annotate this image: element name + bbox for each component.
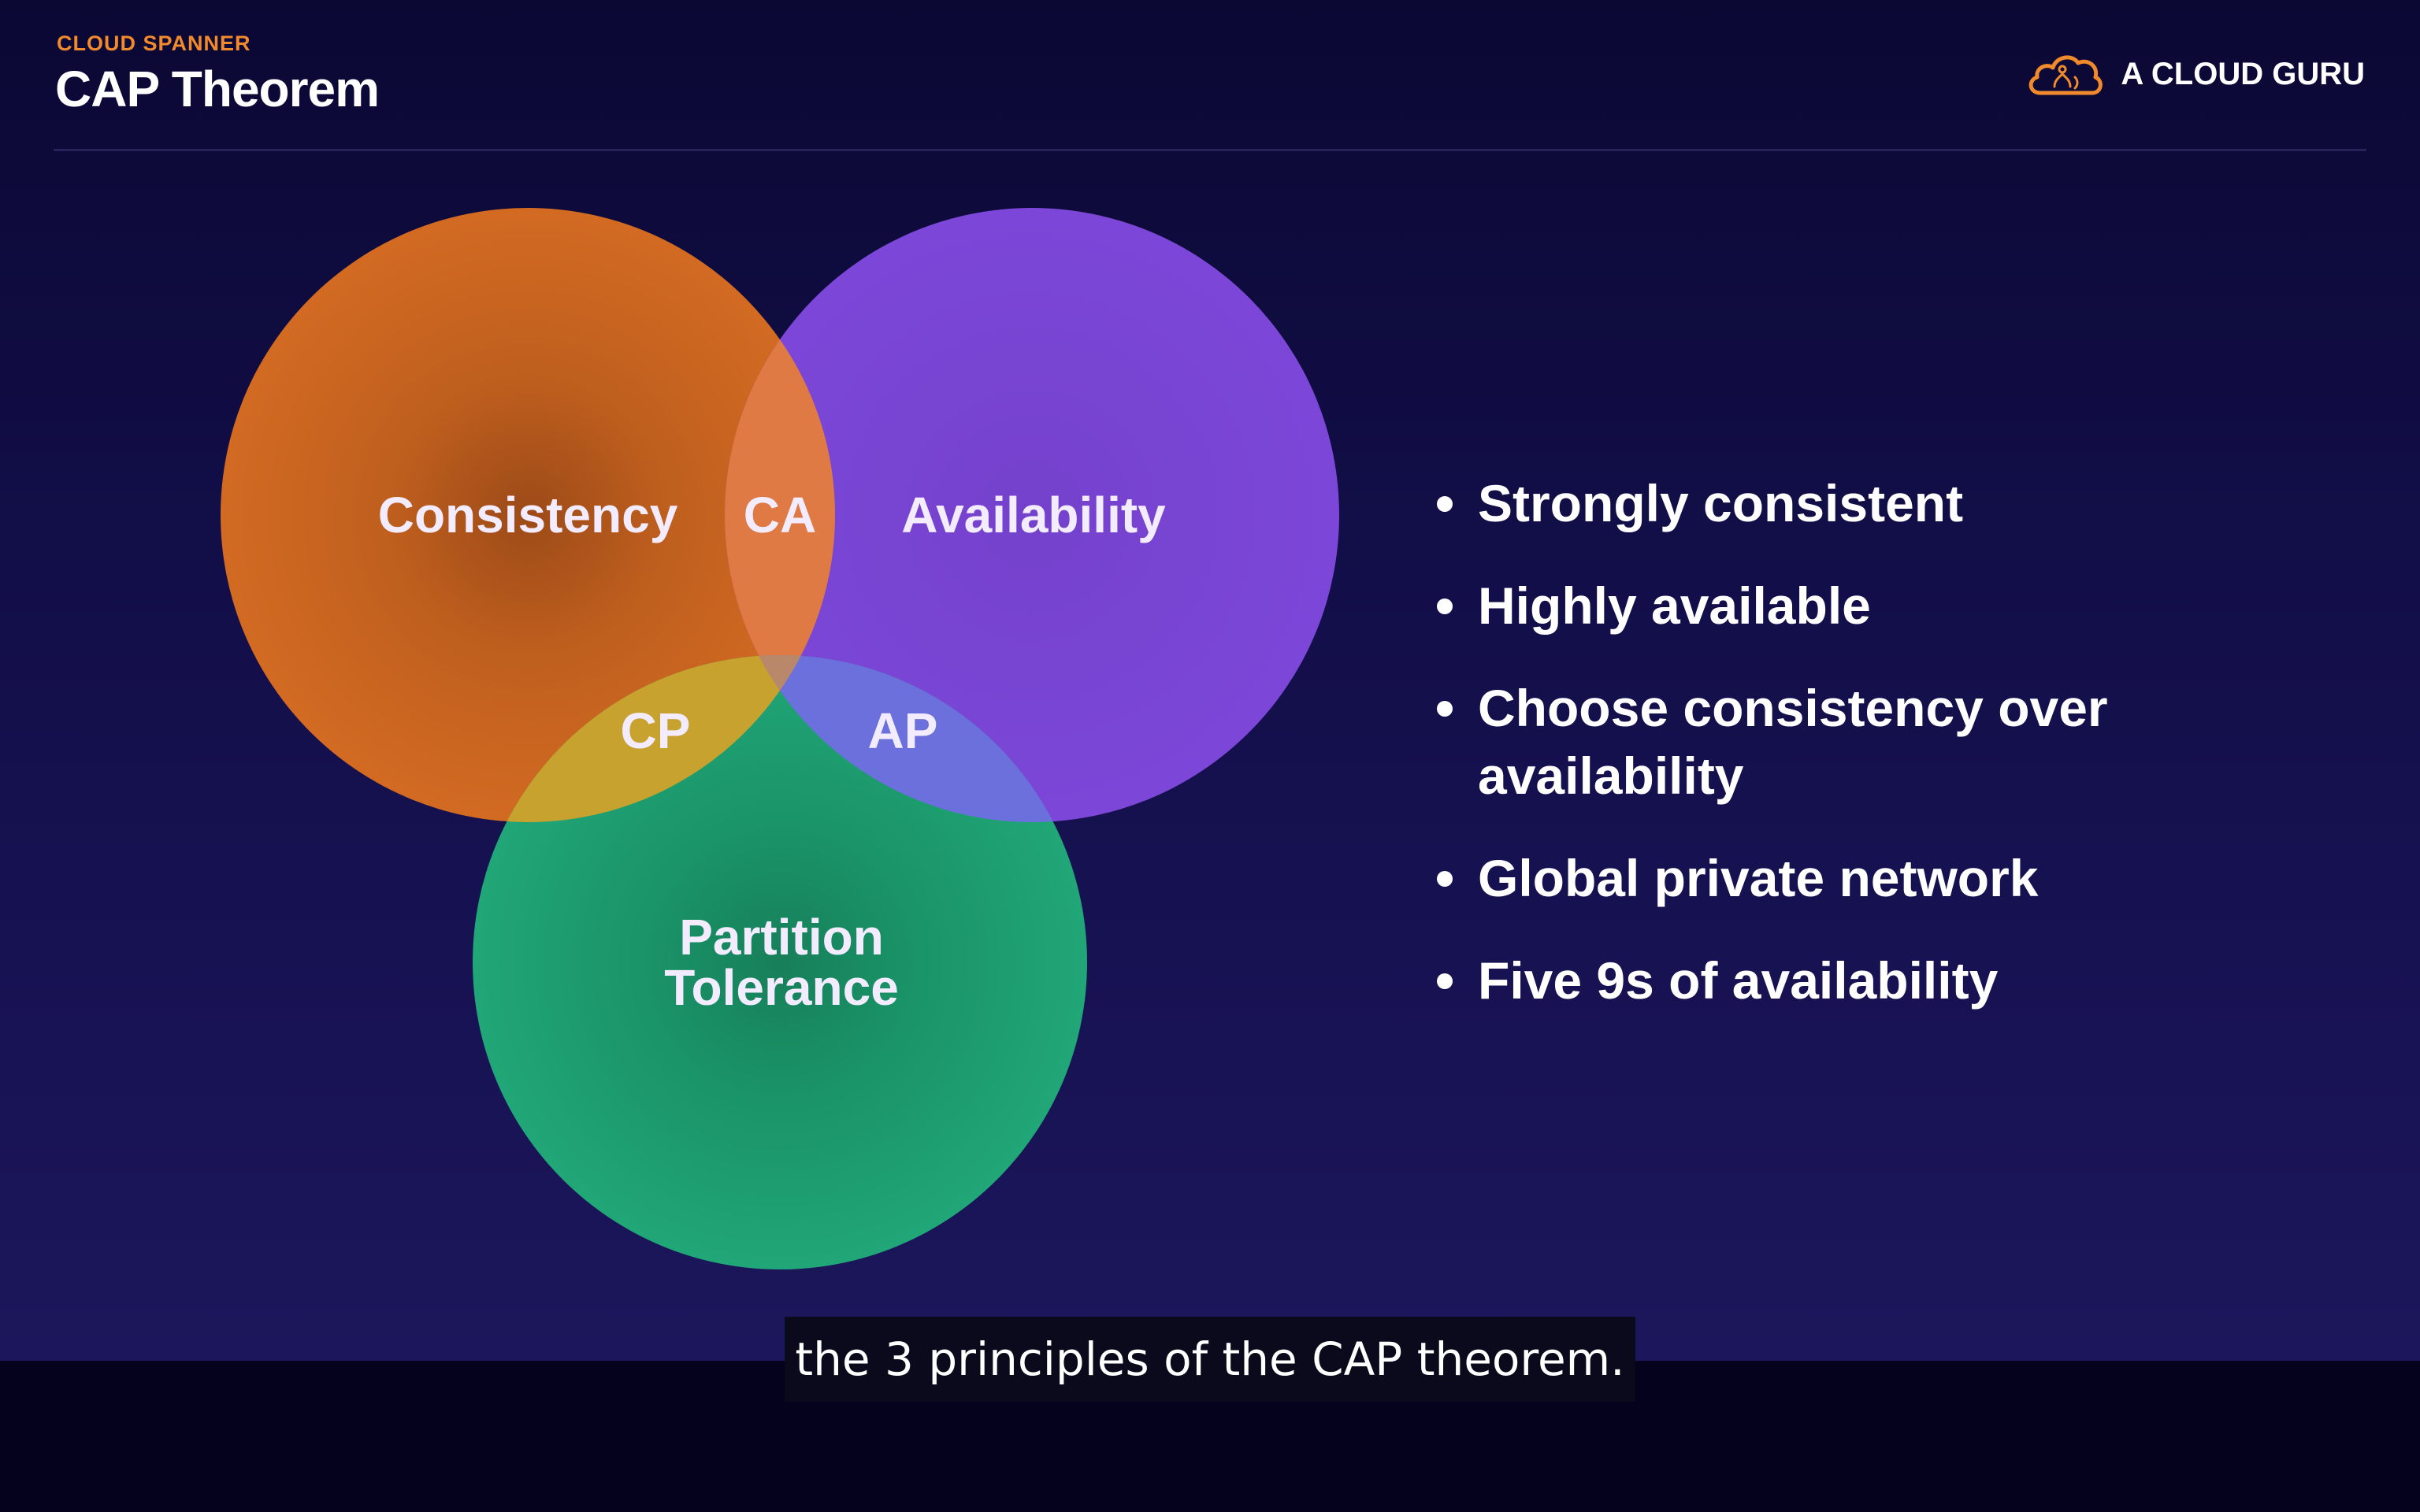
list-item: Five 9s of availability bbox=[1432, 947, 2299, 1014]
list-item: Highly available bbox=[1432, 572, 2299, 639]
header-divider bbox=[54, 149, 2366, 151]
bullet-text: Choose consistency over availability bbox=[1478, 679, 2108, 805]
list-item: Global private network bbox=[1432, 844, 2299, 912]
availability-circle bbox=[725, 208, 1339, 822]
bullet-icon bbox=[1437, 598, 1453, 614]
course-eyebrow: CLOUD SPANNER bbox=[57, 32, 251, 55]
subtitle-caption: the 3 principles of the CAP theorem. bbox=[785, 1317, 1635, 1402]
ca-label: CA bbox=[744, 487, 816, 543]
ap-label: AP bbox=[868, 702, 938, 759]
partition-label-line2: Tolerance bbox=[664, 959, 899, 1016]
bullet-text: Five 9s of availability bbox=[1478, 951, 1999, 1010]
feature-list: Strongly consistent Highly available Cho… bbox=[1432, 469, 2299, 1049]
consistency-label: Consistency bbox=[378, 487, 678, 543]
bullet-icon bbox=[1437, 973, 1453, 989]
consistency-circle bbox=[221, 208, 835, 822]
slide: CLOUD SPANNER CAP Theorem A CLOUD GURU bbox=[0, 0, 2420, 1361]
cap-venn-diagram: Consistency Availability Partition Toler… bbox=[221, 208, 1339, 1269]
slide-title: CAP Theorem bbox=[55, 61, 380, 117]
bullet-icon bbox=[1437, 871, 1453, 887]
partition-label-line1: Partition bbox=[679, 909, 884, 965]
list-item: Choose consistency over availability bbox=[1432, 674, 2299, 810]
bullet-text: Highly available bbox=[1478, 576, 1871, 635]
list-item: Strongly consistent bbox=[1432, 469, 2299, 537]
bullet-icon bbox=[1437, 496, 1453, 512]
availability-label: Availability bbox=[901, 487, 1166, 543]
bullet-icon bbox=[1437, 701, 1453, 717]
bullet-text: Strongly consistent bbox=[1478, 474, 1964, 532]
bullet-text: Global private network bbox=[1478, 849, 2039, 907]
partition-tolerance-circle bbox=[473, 655, 1087, 1269]
cp-label: CP bbox=[621, 702, 691, 759]
cloud-logo-icon bbox=[2029, 55, 2103, 95]
brand-name: A CLOUD GURU bbox=[2121, 56, 2365, 91]
brand: A CLOUD GURU bbox=[2023, 46, 2365, 102]
